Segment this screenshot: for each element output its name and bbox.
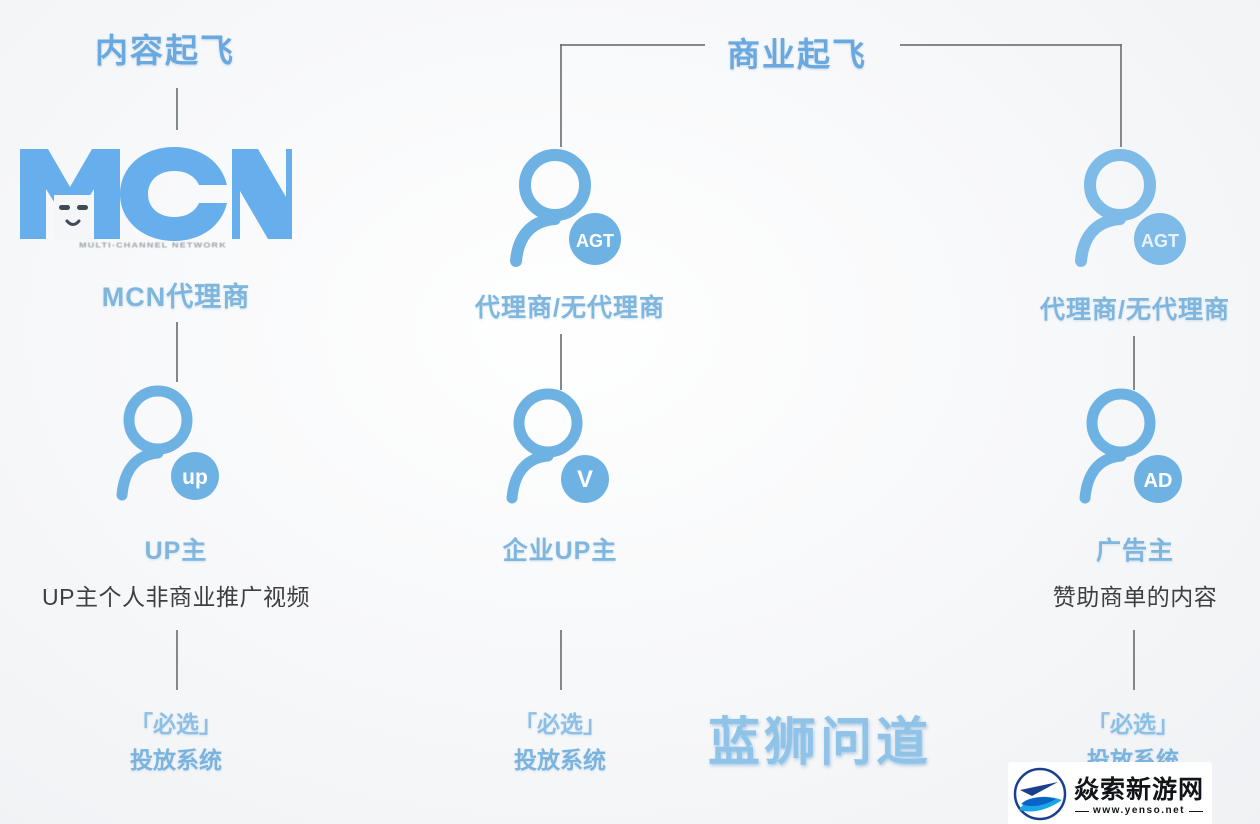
node-description-up: UP主个人非商业推广视频 <box>42 584 310 610</box>
person-icon-up: up <box>110 383 235 508</box>
node-label-mcn-agency: MCN代理商 <box>101 282 251 312</box>
bottom-node-line2: 投放系统 <box>130 747 222 773</box>
person-icon-agency-enterprise: AGT <box>503 148 633 273</box>
person-icon-agency-advertiser: AGT <box>1068 148 1198 273</box>
bottom-node-line1: 「必选」 <box>1087 711 1179 737</box>
site-logo-url: www.yenso.net <box>1075 805 1203 817</box>
badge-text-advertiser: AD <box>1144 470 1173 492</box>
badge-text-agency-advertiser: AGT <box>1141 231 1179 251</box>
site-logo-mark-icon <box>1012 766 1068 824</box>
connector-agency-to-advertiser <box>1133 336 1135 390</box>
connector-advertiser-to-system <box>1133 630 1135 690</box>
node-label-agency-enterprise: 代理商/无代理商 <box>475 294 665 322</box>
badge-text-enterprise-up: V <box>577 466 593 493</box>
connector-business-bracket-left-arm <box>560 44 562 147</box>
bottom-node-enterprise-system: 「必选」 投放系统 <box>440 706 680 778</box>
site-logo-text: 焱索新游网 www.yenso.net <box>1074 775 1205 817</box>
node-label-agency-advertiser: 代理商/无代理商 <box>1040 296 1230 324</box>
connector-content-header-to-mcn <box>176 88 178 130</box>
person-icon-enterprise-up: V <box>500 386 625 511</box>
node-label-up: UP主 <box>144 537 208 565</box>
connector-business-bracket-left-bar <box>560 44 705 46</box>
mcn-logo-subtitle: MULTI-CHANNEL NETWORK <box>79 240 227 250</box>
bottom-node-line1: 「必选」 <box>130 711 222 737</box>
bottom-node-mcn-system: 「必选」 投放系统 <box>56 706 296 778</box>
node-label-advertiser: 广告主 <box>1095 537 1174 565</box>
section-title-business: 商业起飞 <box>727 36 867 73</box>
node-label-enterprise-up: 企业UP主 <box>502 537 618 565</box>
bottom-node-line1: 「必选」 <box>514 711 606 737</box>
bottom-node-line2: 投放系统 <box>514 747 606 773</box>
badge-text-up: up <box>182 466 208 489</box>
connector-enterprise-up-to-system <box>560 630 562 690</box>
connector-business-bracket-right-arm <box>1120 44 1122 147</box>
site-logo: 焱索新游网 www.yenso.net <box>1008 762 1213 824</box>
connector-business-bracket-right-bar <box>900 44 1122 46</box>
connector-mcn-to-up <box>176 322 178 382</box>
section-title-content: 内容起飞 <box>95 32 235 69</box>
watermark-text: 蓝狮问道 <box>708 714 933 772</box>
mcn-logo <box>14 143 294 248</box>
node-description-advertiser: 赞助商单的内容 <box>1052 584 1218 610</box>
person-icon-advertiser: AD <box>1073 386 1198 511</box>
site-logo-name: 焱索新游网 <box>1074 775 1205 804</box>
connector-agency-to-enterprise-up <box>560 334 562 390</box>
badge-text-agency-enterprise: AGT <box>576 231 614 251</box>
connector-up-to-system <box>176 630 178 690</box>
